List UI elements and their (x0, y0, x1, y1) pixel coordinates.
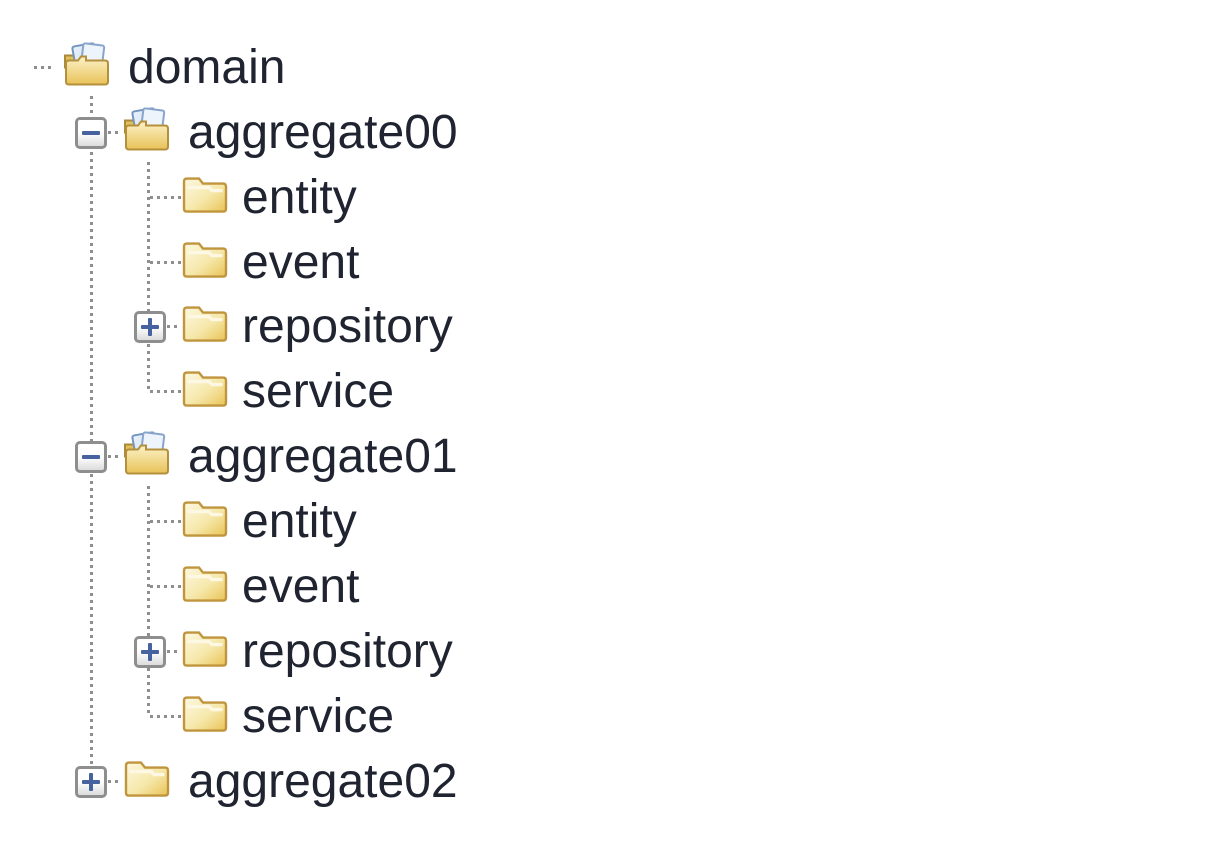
expand-toggle-plus-icon[interactable] (134, 311, 166, 343)
tree-item-label[interactable]: event (242, 236, 360, 289)
expand-toggle-plus-icon[interactable] (75, 766, 107, 798)
tree-item-repository[interactable]: repository (0, 619, 1208, 685)
closed-folder-icon[interactable] (182, 499, 228, 544)
tree-item-label[interactable]: aggregate01 (188, 430, 458, 483)
closed-folder-icon[interactable] (182, 240, 228, 285)
tree-item-label[interactable]: entity (242, 495, 357, 548)
tree-item-service[interactable]: service (0, 684, 1208, 750)
tree-item-label[interactable]: service (242, 690, 395, 743)
expand-toggle-plus-icon[interactable] (134, 636, 166, 668)
tree-item-aggregate02[interactable]: aggregate02 (0, 749, 1208, 815)
collapse-toggle-minus-icon[interactable] (75, 441, 107, 473)
tree-connector-h (150, 390, 181, 393)
tree-connector-root-stub (34, 66, 54, 69)
tree-connector-h (108, 455, 122, 458)
open-folder-icon[interactable] (62, 42, 112, 92)
tree-item-aggregate01[interactable]: aggregate01 (0, 424, 1208, 490)
tree-item-label[interactable]: repository (242, 300, 453, 353)
tree-item-label[interactable]: service (242, 365, 395, 418)
closed-folder-icon[interactable] (182, 304, 228, 349)
tree-item-event[interactable]: event (0, 230, 1208, 296)
tree-item-label[interactable]: event (242, 560, 360, 613)
tree-item-repository[interactable]: repository (0, 294, 1208, 360)
open-folder-icon[interactable] (122, 431, 172, 481)
tree-item-domain[interactable]: domain (0, 35, 1208, 101)
tree-item-label[interactable]: entity (242, 171, 357, 224)
tree-connector-h (150, 715, 181, 718)
tree-connector-vertical-aggregate01 (147, 486, 150, 717)
tree-item-aggregate00[interactable]: aggregate00 (0, 100, 1208, 166)
tree-item-entity[interactable]: entity (0, 165, 1208, 231)
closed-folder-icon[interactable] (182, 369, 228, 414)
tree-connector-vertical-aggregate00 (147, 162, 150, 392)
tree-connector-h (150, 196, 181, 199)
tree-item-entity[interactable]: entity (0, 489, 1208, 555)
closed-folder-icon[interactable] (182, 564, 228, 609)
tree-item-service[interactable]: service (0, 359, 1208, 425)
tree-connector-vertical-level1 (90, 96, 93, 782)
tree-connector-h (150, 520, 181, 523)
tree-item-label[interactable]: aggregate00 (188, 106, 458, 159)
closed-folder-icon[interactable] (124, 759, 170, 804)
closed-folder-icon[interactable] (182, 629, 228, 674)
tree-connector-h (108, 780, 122, 783)
tree-item-label[interactable]: domain (128, 41, 286, 94)
tree-connector-h (150, 261, 181, 264)
tree-item-label[interactable]: aggregate02 (188, 755, 458, 808)
tree-connector-h (108, 131, 122, 134)
tree-connector-h (167, 650, 181, 653)
collapse-toggle-minus-icon[interactable] (75, 117, 107, 149)
tree-connector-h (167, 325, 181, 328)
closed-folder-icon[interactable] (182, 175, 228, 220)
open-folder-icon[interactable] (122, 107, 172, 157)
tree-item-event[interactable]: event (0, 554, 1208, 620)
tree-connector-h (150, 585, 181, 588)
closed-folder-icon[interactable] (182, 694, 228, 739)
tree-item-label[interactable]: repository (242, 625, 453, 678)
